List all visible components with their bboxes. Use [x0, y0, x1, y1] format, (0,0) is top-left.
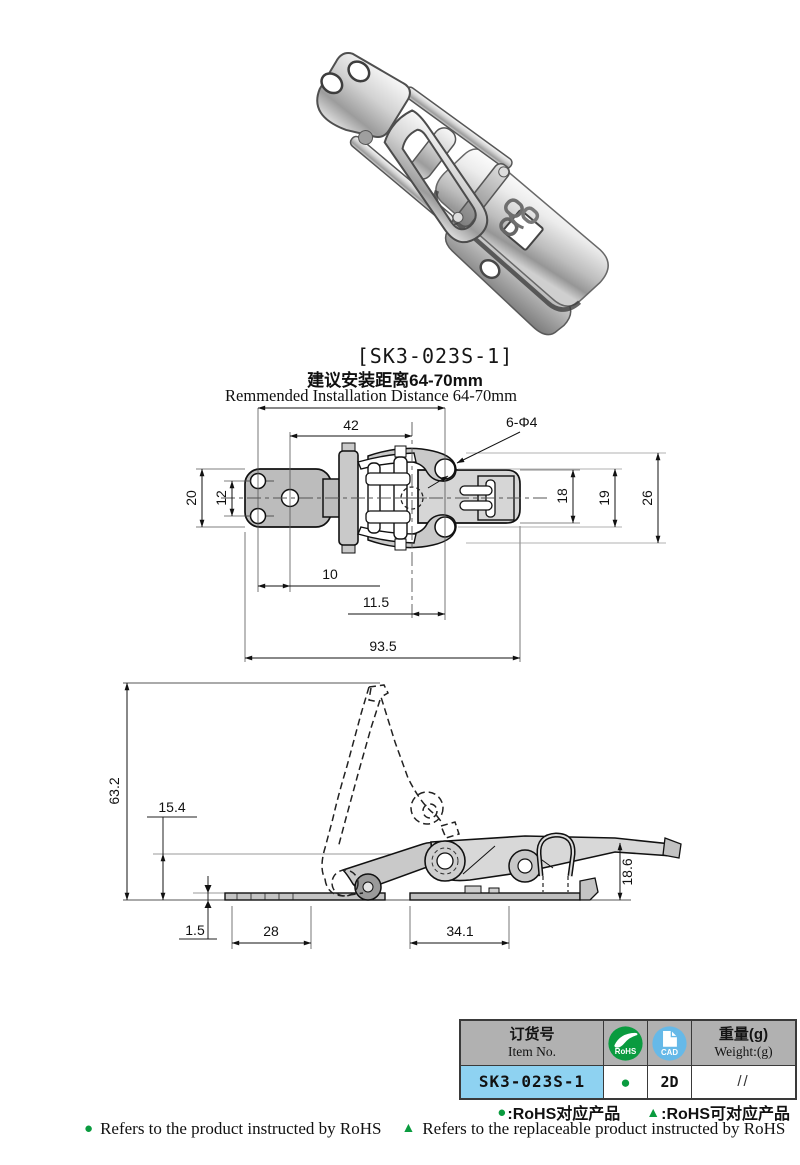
footer-rohs-item: ● Refers to the product instructed by Ro…	[84, 1119, 381, 1139]
sv-base-tab-2	[488, 887, 500, 894]
tv-frame-tab-bottom	[394, 538, 407, 551]
sv-catch-plate	[224, 892, 386, 901]
legend-rohs-text: :RoHS对应产品	[507, 1106, 621, 1123]
header-weight-en: Weight:(g)	[714, 1043, 773, 1059]
top-view-drawing: 42 6-Φ4 20 12 18 19 26 10 11.5 93.5	[183, 405, 666, 662]
tv-dim-12-label: 12	[213, 490, 229, 506]
header-item-en: Item No.	[508, 1043, 556, 1059]
legend-rohs-alt-text: :RoHS可对应产品	[661, 1106, 790, 1123]
sv-base-tab-1	[464, 885, 482, 894]
svg-text:CAD: CAD	[661, 1048, 678, 1057]
sv-lever-body	[430, 835, 674, 882]
sv-lever-open-dashed	[321, 684, 460, 897]
rohs-dot: ●	[620, 1072, 631, 1092]
legend-rohs-item: ● :RoHS对应产品	[497, 1100, 620, 1124]
spec-table-header: 订货号 Item No. RoHS CAD 重量(g) Weight:(g)	[461, 1021, 795, 1065]
cell-cad: 2D	[647, 1066, 691, 1098]
photo-plate-hole-2	[320, 72, 344, 95]
svg-text:RoHS: RoHS	[615, 1047, 636, 1056]
tv-dim-11-5-label: 11.5	[363, 594, 389, 610]
footer-rohs-text: Refers to the product instructed by RoHS	[100, 1119, 382, 1138]
tv-spring-prong-bottom	[459, 500, 493, 511]
tv-holes-callout: 6-Φ4	[506, 414, 538, 430]
tv-spring-prong-top	[459, 485, 493, 496]
product-photo	[316, 52, 609, 336]
tv-dim-42-label: 42	[343, 417, 359, 433]
footer-note: ● Refers to the product instructed by Ro…	[84, 1119, 785, 1139]
photo-plate-hole-1	[347, 60, 371, 83]
tv-frame-cross-top	[365, 472, 411, 486]
sv-base-plate	[409, 892, 581, 901]
installation-note-zh: 建议安装距离64-70mm	[307, 371, 483, 390]
photo-catch-plate	[316, 52, 411, 139]
page-title: [SK3-023S-1]	[356, 344, 514, 368]
header-item-zh: 订货号	[509, 1026, 555, 1044]
photo-rivet-1	[498, 166, 510, 178]
cad-icon: CAD	[652, 1025, 687, 1061]
sv-pivot-hole	[436, 852, 454, 870]
sv-base-lip	[579, 877, 599, 901]
cell-weight: //	[691, 1066, 795, 1098]
latch-photo-group	[316, 52, 609, 336]
tv-dim-10-label: 10	[322, 566, 338, 582]
tv-dim-26-label: 26	[639, 490, 655, 506]
rohs-icon: RoHS	[608, 1025, 643, 1061]
cell-item-no: SK3-023S-1	[461, 1066, 603, 1098]
photo-hinge-knuckle	[358, 130, 374, 146]
photo-frame-link	[456, 163, 511, 228]
tv-dim-93-5-label: 93.5	[369, 638, 396, 654]
header-rohs: RoHS	[603, 1021, 647, 1065]
sv-plate-segments	[236, 893, 294, 900]
photo-base-hole	[479, 258, 501, 280]
photo-lever-loop	[383, 109, 489, 244]
sv-dim-63-2-label: 63.2	[106, 777, 122, 804]
side-view-drawing: 63.2 15.4 18.6 1.5 28 34.1	[106, 682, 682, 949]
spec-table: 订货号 Item No. RoHS CAD 重量(g) Weight:(g)	[459, 1019, 797, 1100]
sv-dim-18-6-label: 18.6	[619, 858, 635, 885]
photo-spring-catch	[499, 198, 544, 251]
sv-hinge-pin	[362, 881, 374, 893]
header-weight: 重量(g) Weight:(g)	[691, 1021, 795, 1065]
sv-dim-34-1-label: 34.1	[446, 923, 473, 939]
header-cad: CAD	[647, 1021, 691, 1065]
green-dot-icon: ●	[84, 1120, 94, 1137]
installation-note-en: Remmended Installation Distance 64-70mm	[225, 386, 517, 405]
tv-frame-cross-bottom	[365, 510, 411, 524]
sv-handle-tip	[662, 837, 682, 859]
sv-dim-28-label: 28	[263, 923, 279, 939]
tv-frame-tab-top	[394, 445, 407, 458]
footer-rohs-alt-text: Refers to the replaceable product instru…	[422, 1119, 786, 1138]
header-weight-zh: 重量(g)	[718, 1026, 769, 1044]
green-triangle-icon: ▲	[646, 1104, 661, 1120]
footer-rohs-alt-item: ▲ Refers to the replaceable product inst…	[401, 1119, 785, 1139]
header-item-no: 订货号 Item No.	[461, 1021, 603, 1065]
cell-rohs: ●	[603, 1066, 647, 1098]
sv-roller-hole	[517, 858, 533, 874]
green-dot-icon: ●	[497, 1103, 507, 1121]
sv-dim-15-4-label: 15.4	[158, 799, 185, 815]
rohs-legend: ● :RoHS对应产品 ▲ :RoHS可对应产品	[497, 1100, 790, 1124]
green-triangle-icon: ▲	[401, 1121, 416, 1136]
tv-dim-19-label: 19	[596, 490, 612, 506]
tv-dim-20-label: 20	[183, 490, 199, 506]
tv-dim-18-label: 18	[554, 488, 570, 504]
legend-rohs-alt-item: ▲ :RoHS可对应产品	[646, 1100, 790, 1124]
photo-rivet-2	[452, 211, 464, 223]
sv-dim-1-5-label: 1.5	[185, 922, 205, 938]
spec-table-row: SK3-023S-1 ● 2D //	[461, 1065, 795, 1098]
